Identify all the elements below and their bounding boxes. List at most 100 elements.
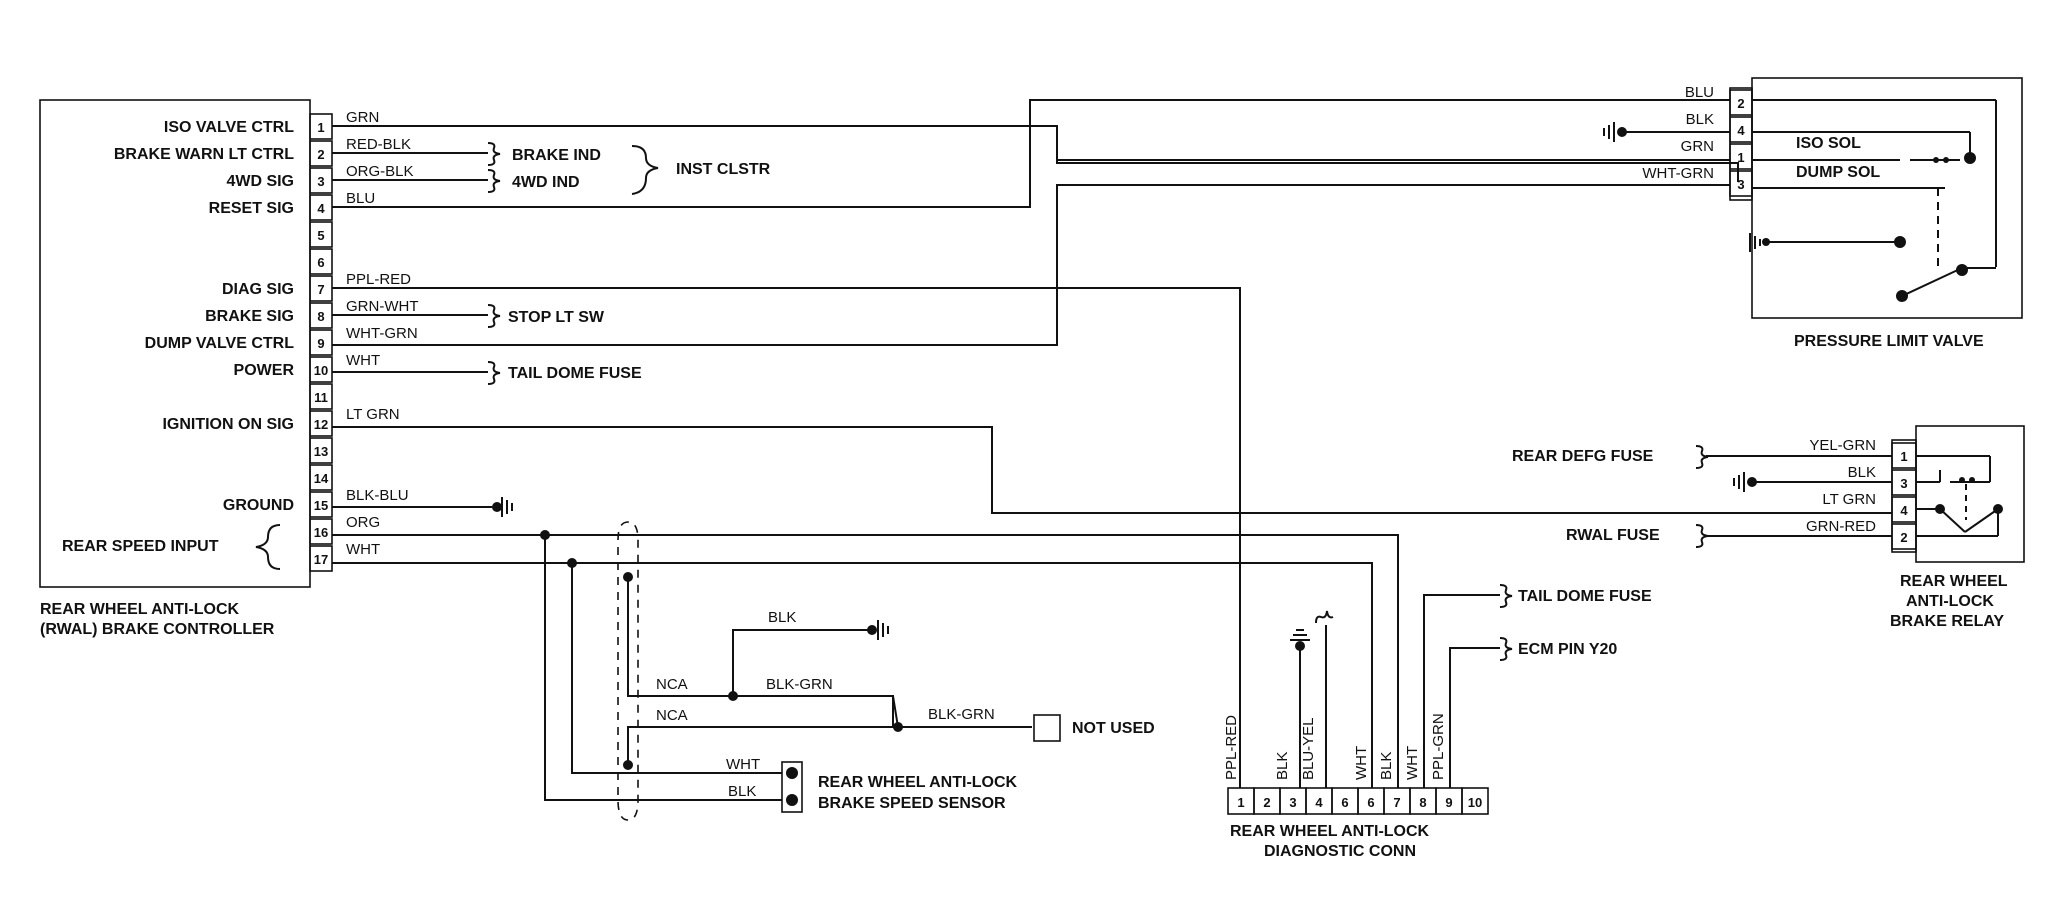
brake-ind-label: BRAKE IND [512, 147, 601, 164]
diag-wire-label: BLK [1274, 752, 1291, 780]
diag-pplgrn-wire [1449, 647, 1500, 788]
nca1-wire [627, 577, 894, 727]
relay-wire-label: BLK [1848, 464, 1876, 481]
ground-symbol-ctrl [492, 497, 513, 517]
controller-pin-box [309, 545, 333, 572]
stop-lt-sw-label: STOP LT SW [508, 309, 605, 326]
plv-title: PRESSURE LIMIT VALVE [1794, 333, 1984, 350]
relay-pin-number: 3 [1900, 476, 1907, 491]
not-used-box [1033, 714, 1061, 742]
relay-pin-number: 4 [1900, 503, 1908, 518]
relay-gnd-dot [1747, 477, 1757, 487]
brake-ind-brace [487, 142, 501, 166]
controller-pin-signal: GROUND [223, 497, 294, 514]
relay-pin-number: 2 [1900, 530, 1907, 545]
wire-dump-valve-ctrl [332, 184, 1730, 346]
diag-wire-label: PPL-RED [1223, 715, 1240, 780]
plv-switch-arm [1901, 267, 1963, 297]
diag-pin-number: 4 [1315, 795, 1323, 810]
controller-pin-signal: DIAG SIG [222, 281, 294, 298]
iso-sol-label: ISO SOL [1796, 135, 1861, 152]
relay-wire-label: LT GRN [1822, 491, 1876, 508]
relay-body [1915, 425, 2025, 563]
plv-pin-box [1729, 116, 1753, 143]
controller-pin-box [309, 410, 333, 437]
relay-title-line2: ANTI-LOCK [1906, 593, 1994, 610]
plv-blk-dot [1617, 127, 1627, 137]
controller-wire-labels: GRNRED-BLKORG-BLKBLUPPL-REDGRN-WHTWHT-GR… [346, 109, 418, 558]
4wd-ind-brace [487, 169, 501, 193]
ground-dot [492, 502, 502, 512]
controller-wire-label: WHT-GRN [346, 325, 418, 342]
sensor-wire-top-label: WHT [726, 756, 760, 773]
controller-pin-box [309, 329, 333, 356]
sensor-wht-wire [571, 563, 782, 774]
shield [617, 521, 639, 821]
controller-pin-signal: DUMP VALVE CTRL [145, 335, 295, 352]
diag-pin-number: 6 [1367, 795, 1374, 810]
inst-clstr-brace [631, 145, 659, 195]
controller-pin-number: 4 [317, 201, 325, 216]
sensor-pin-2 [786, 794, 798, 806]
relay-sw-arm2 [1964, 508, 1999, 533]
diag-tail-dome-label: TAIL DOME FUSE [1518, 588, 1652, 605]
controller-pin-signal: BRAKE WARN LT CTRL [114, 146, 294, 163]
plv-wire-label: BLU [1685, 84, 1714, 101]
controller-pin-number: 9 [317, 336, 324, 351]
relay-sw-arm [1939, 508, 1966, 533]
relay-wire-label: YEL-GRN [1809, 437, 1876, 454]
dump-sol-label: DUMP SOL [1796, 164, 1880, 181]
controller-pin-number: 14 [314, 471, 329, 486]
controller-pin-signal: BRAKE SIG [205, 308, 294, 325]
rear-defg-fuse-label: REAR DEFG FUSE [1512, 448, 1654, 465]
wire-reset-sig [332, 99, 1730, 208]
plv-gnd-dot [1762, 238, 1770, 246]
controller-pin-box [309, 491, 333, 518]
diag-gnd-dot [1295, 641, 1305, 651]
controller-pin-signal: POWER [234, 362, 295, 379]
blk-grn2-label: BLK-GRN [928, 706, 995, 723]
controller-pin-signal: IGNITION ON SIG [162, 416, 294, 433]
diag-tail-brace [1499, 584, 1513, 608]
plv-pin-number: 2 [1737, 96, 1744, 111]
diag-pin-number: 10 [1468, 795, 1482, 810]
rear-speed-input-label: REAR SPEED INPUT [62, 538, 219, 555]
diag-pin-box [1461, 787, 1489, 815]
stop-lt-sw-brace [487, 304, 501, 328]
controller-wire-label: PPL-RED [346, 271, 411, 288]
diag-pin-number: 7 [1393, 795, 1400, 810]
controller-wire-label: WHT [346, 352, 380, 369]
controller-pin-box [309, 464, 333, 491]
diag-pin-number: 6 [1341, 795, 1348, 810]
plv-body [1751, 77, 2023, 319]
controller-pin-number: 15 [314, 498, 328, 513]
junction-17 [567, 558, 577, 568]
controller-title-line2: (RWAL) BRAKE CONTROLLER [40, 621, 275, 638]
nca2-label: NCA [656, 707, 688, 724]
plv-pin-number: 3 [1737, 177, 1744, 192]
sensor-blk-wire [544, 535, 782, 801]
blk-grn1-label: BLK-GRN [766, 676, 833, 693]
controller-pin-signal: RESET SIG [209, 200, 294, 217]
diag-pin-number: 1 [1237, 795, 1244, 810]
controller-wire-label: RED-BLK [346, 136, 411, 153]
4wd-ind-label: 4WD IND [512, 174, 580, 191]
tail-dome-fuse-label: TAIL DOME FUSE [508, 365, 642, 382]
controller-pin-number: 10 [314, 363, 328, 378]
plv-dot-1 [1964, 152, 1976, 164]
controller-pin-number: 6 [317, 255, 324, 270]
sensor-title-line2: BRAKE SPEED SENSOR [818, 795, 1006, 812]
controller-wire-label: GRN [346, 109, 379, 126]
diag-pin-number: 2 [1263, 795, 1270, 810]
diag-pin-number: 3 [1289, 795, 1296, 810]
controller-pin-signal: ISO VALVE CTRL [164, 119, 294, 136]
controller-wire-label: BLU [346, 190, 375, 207]
wire-diag-sig [332, 287, 1241, 788]
diag-title-line1: REAR WHEEL ANTI-LOCK [1230, 823, 1430, 840]
controller-wire-label: LT GRN [346, 406, 400, 423]
inst-clstr-label: INST CLSTR [676, 161, 771, 178]
plv-pin-number: 1 [1737, 150, 1744, 165]
